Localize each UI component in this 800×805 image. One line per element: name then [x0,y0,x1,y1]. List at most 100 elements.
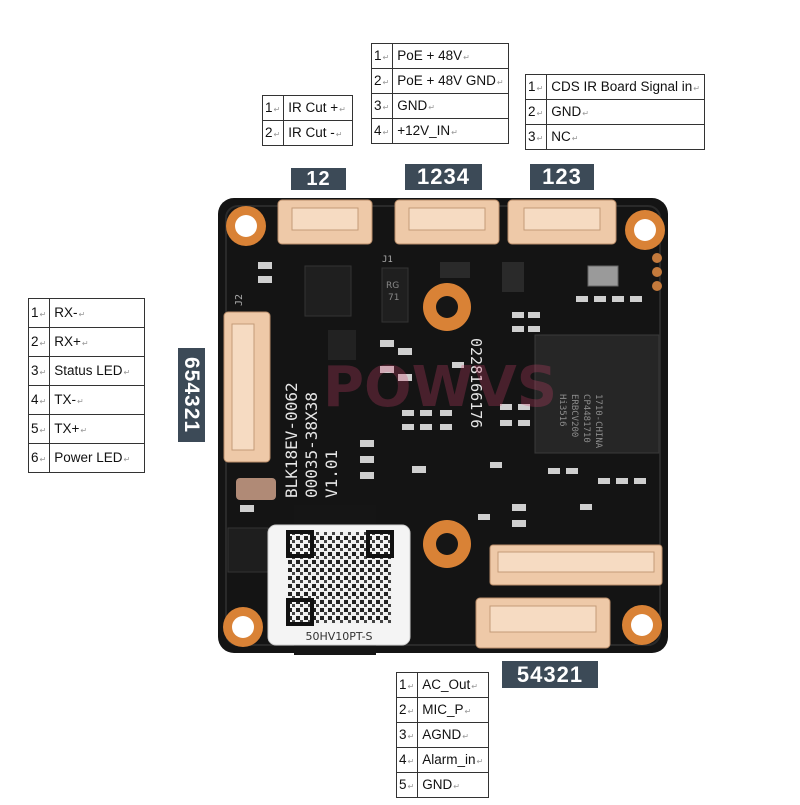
tag-cds: 123 [530,164,594,190]
pin-number: 1 [370,43,394,69]
pin-name: RX+ [49,327,146,357]
pin-number: 4 [395,747,419,773]
pin-name: PoE + 48V GND [392,68,509,94]
pin-number: 1 [395,672,419,698]
pin-name: CDS IR Board Signal in [546,74,705,100]
pin-number: 5 [27,414,51,444]
pin-table-power: 1 PoE + 48V 2 PoE + 48V GND 3 GND 4 +12V… [370,43,509,144]
pin-name: Power LED [49,443,146,473]
table-row: 5 GND [395,772,490,798]
pin-number: 1 [524,74,548,100]
table-row: 1 IR Cut + [261,95,354,121]
pin-name: IR Cut - [283,120,354,146]
qr-label: 50HV10PT-S [305,630,372,643]
table-row: 6 Power LED [27,443,146,473]
table-row: 1 RX- [27,298,146,328]
tag-serial: 654321 [178,348,205,442]
watermark-text: POWVS [323,355,557,420]
pin-table-serial: 1 RX- 2 RX+ 3 Status LED 4 TX- 5 TX+ 6 P… [27,298,146,473]
silk-j2: J2 [234,294,245,306]
table-row: 2 GND [524,99,705,125]
silkscreen-text: V1.01 00035-38X38 BLK18EV-0062 022816617… [234,255,485,498]
pin-name: TX- [49,385,146,415]
pin-name: IR Cut + [283,95,354,121]
mounting-hole-top-left [226,206,266,246]
pin-number: 2 [261,120,285,146]
pin-name: TX+ [49,414,146,444]
ic-top-left [304,265,352,317]
chip-text-3: CP4481710 [581,394,591,443]
table-row: 2 RX+ [27,327,146,357]
table-row: 5 TX+ [27,414,146,444]
pin-number: 2 [524,99,548,125]
voltage-regulator: RG 71 [381,267,409,323]
pin-table-audio: 1 AC_Out 2 MIC_P 3 AGND 4 Alarm_in 5 GND [395,672,490,798]
regulator-text-2: 71 [388,293,399,303]
mounting-hole-bottom-left [223,607,263,647]
chip-text-4: 1710-CHINA [593,394,603,449]
table-row: 3 Status LED [27,356,146,386]
pin-name: GND [392,93,509,119]
smd-components [240,262,646,527]
chip-text-2: ERBCV200 [569,394,579,437]
table-row: 1 PoE + 48V [370,43,509,69]
center-pad-lower [423,520,471,568]
pin-number: 3 [524,124,548,150]
pin-number: 4 [370,118,394,144]
connector-audio-5pin [475,597,611,649]
connector-bottom-long [489,544,663,586]
table-row: 3 AGND [395,722,490,748]
table-row: 1 AC_Out [395,672,490,698]
led-pads [652,253,662,291]
pin-name: MIC_P [417,697,490,723]
qr-sticker: 50HV10PT-S [267,505,411,655]
silk-model-1: 00035-38X38 [302,392,321,498]
chip-text-1: Hi3516 [557,394,567,427]
pin-number: 1 [27,298,51,328]
table-row: 2 MIC_P [395,697,490,723]
pin-name: GND [546,99,705,125]
table-row: 4 Alarm_in [395,747,490,773]
silk-model-2: BLK18EV-0062 [282,382,301,498]
qr-code [288,532,392,624]
soc-chip: Hi3516 ERBCV200 CP4481710 1710-CHINA [534,334,660,454]
pin-name: AC_Out [417,672,490,698]
pin-name: Status LED [49,356,146,386]
mounting-hole-bottom-right [622,605,662,645]
pin-number: 3 [370,93,394,119]
connector-power-4pin [394,199,500,245]
tag-power: 1234 [405,164,482,190]
connector-cds-3pin [507,199,617,245]
connector-serial-6pin [223,311,271,463]
pin-name: PoE + 48V [392,43,509,69]
table-row: 1 CDS IR Board Signal in [524,74,705,100]
table-row: 2 IR Cut - [261,120,354,146]
pin-number: 3 [395,722,419,748]
table-row: 4 +12V_IN [370,118,509,144]
pin-name: AGND [417,722,490,748]
pin-table-ircut: 1 IR Cut + 2 IR Cut - [261,95,354,146]
tag-ircut: 12 [291,168,346,190]
pin-number: 2 [395,697,419,723]
pin-number: 5 [395,772,419,798]
connector-ircut-2pin [277,199,373,245]
pin-number: 1 [261,95,285,121]
pin-name: RX- [49,298,146,328]
table-row: 3 NC [524,124,705,150]
table-row: 4 TX- [27,385,146,415]
pin-name: Alarm_in [417,747,490,773]
table-row: 2 PoE + 48V GND [370,68,509,94]
tag-audio: 54321 [502,661,598,688]
pin-name: NC [546,124,705,150]
mounting-hole-top-right [625,210,665,250]
pin-number: 2 [27,327,51,357]
silk-version: V1.01 [322,450,341,498]
pin-number: 4 [27,385,51,415]
table-row: 3 GND [370,93,509,119]
silk-j1: J1 [382,255,393,265]
pin-name: GND [417,772,490,798]
silk-serial: 0228166176 [467,338,485,428]
pin-number: 2 [370,68,394,94]
center-pad-upper [423,283,471,331]
